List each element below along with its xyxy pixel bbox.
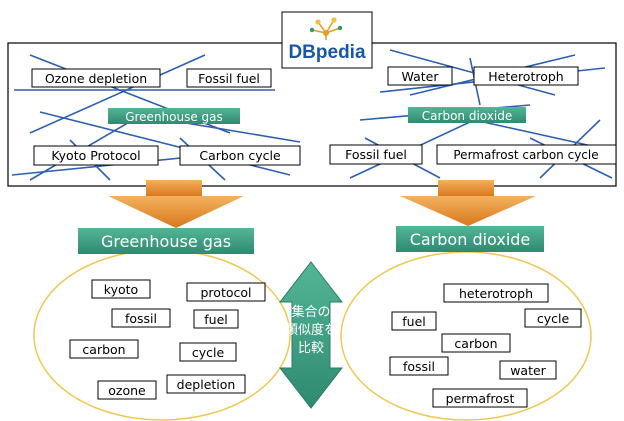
word-box — [186, 282, 266, 302]
word-box — [441, 333, 511, 353]
left-down-arrow — [108, 180, 244, 228]
concept-box — [186, 68, 272, 88]
word-box — [443, 283, 549, 303]
concept-box — [33, 145, 159, 166]
compare-label-line2: 類似度を — [285, 322, 337, 338]
compare-label-line3: 比較 — [298, 341, 324, 356]
right-down-arrow — [400, 180, 536, 226]
word-box — [97, 380, 157, 400]
right-concept-nodes: Water Heterotroph Fossil fuel Permafrost… — [329, 66, 617, 165]
concept-box — [473, 66, 579, 86]
concept-kyoto-protocol: Kyoto Protocol — [51, 148, 140, 163]
word-box — [166, 374, 246, 394]
concept-box — [436, 144, 617, 165]
concept-permafrost-carbon-cycle: Permafrost carbon cycle — [453, 148, 598, 162]
word-box — [179, 342, 237, 362]
concept-carbon-cycle: Carbon cycle — [199, 148, 281, 163]
word-fossil-right: fossil — [403, 359, 435, 374]
concept-box — [387, 66, 453, 86]
concept-fossil-fuel: Fossil fuel — [198, 71, 260, 86]
word-fossil: fossil — [125, 311, 157, 326]
concept-heterotroph: Heterotroph — [488, 69, 563, 84]
dbpedia-network-icon — [309, 17, 343, 40]
dbpedia-logo-text: DBpedia — [288, 42, 366, 63]
right-set-title: Carbon dioxide — [410, 230, 531, 249]
left-word-set: kyoto protocol fossil fuel carbon cycle … — [69, 279, 266, 400]
word-heterotroph: heterotroph — [459, 286, 533, 301]
word-permafrost: permafrost — [446, 391, 515, 406]
word-carbon-right: carbon — [454, 336, 497, 351]
word-box — [391, 311, 437, 331]
left-set-title: Greenhouse gas — [101, 232, 231, 251]
right-center-label-bg — [408, 107, 526, 123]
right-word-set: heterotroph fuel cycle carbon fossil wat… — [389, 283, 582, 408]
dbpedia-logo: DBpedia — [281, 11, 373, 69]
word-kyoto: kyoto — [104, 282, 138, 297]
concept-water: Water — [402, 69, 440, 84]
word-cycle: cycle — [192, 345, 225, 360]
right-set-title-bg — [396, 226, 544, 252]
left-concept-nodes: Ozone depletion Fossil fuel Kyoto Protoc… — [31, 68, 301, 166]
left-center-label: Greenhouse gas — [125, 110, 223, 124]
left-word-set-ellipse — [33, 249, 291, 421]
word-ozone: ozone — [108, 383, 146, 398]
left-set-title-bg — [78, 228, 254, 254]
word-box — [69, 339, 139, 359]
word-carbon: carbon — [82, 342, 125, 357]
word-fuel: fuel — [204, 312, 228, 327]
word-box — [499, 360, 557, 380]
word-protocol: protocol — [201, 285, 252, 300]
compare-double-arrow — [278, 261, 344, 409]
edge — [179, 121, 301, 143]
edge — [29, 54, 206, 134]
word-cycle-right: cycle — [537, 311, 570, 326]
concept-box — [179, 145, 301, 166]
word-depletion: depletion — [177, 377, 236, 392]
left-center-label-bg — [108, 108, 240, 124]
concept-ozone-depletion: Ozone depletion — [45, 71, 147, 86]
word-box — [193, 309, 239, 329]
word-box — [524, 308, 582, 328]
concept-box — [31, 68, 161, 88]
right-center-label: Carbon dioxide — [422, 109, 512, 123]
word-box — [111, 308, 171, 328]
word-box — [389, 356, 449, 376]
concept-box — [329, 144, 423, 165]
word-box — [91, 279, 151, 299]
word-box — [432, 388, 528, 408]
compare-label-line1: 集合の — [291, 304, 330, 320]
word-fuel-right: fuel — [402, 314, 426, 329]
concept-fossil-fuel-right: Fossil fuel — [345, 147, 407, 162]
word-water: water — [510, 363, 546, 378]
